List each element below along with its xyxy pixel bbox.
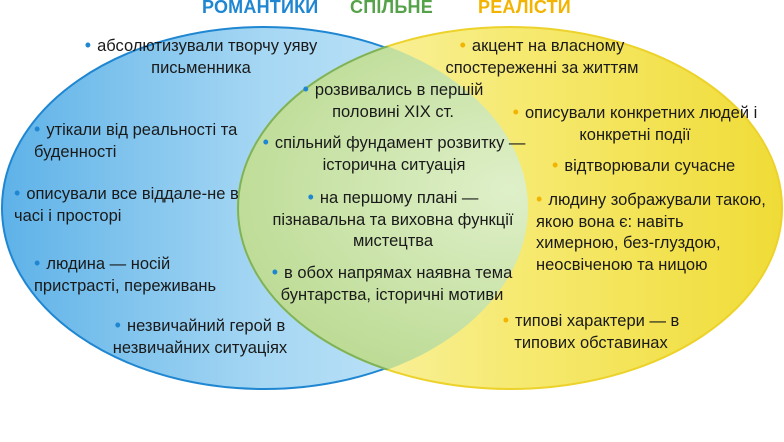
romantics-item: •описували все віддале-не в часі і прост… [14, 183, 239, 225]
bullet-dot-icon: • [302, 79, 309, 99]
bullet-dot-icon: • [536, 189, 543, 209]
bullet-dot-icon: • [262, 132, 269, 152]
common-item: •на першому плані — пізнавальна та вихов… [272, 187, 514, 250]
common-item: •розвивались в першій половині XIX ст. [302, 79, 484, 121]
bullet-dot-icon: • [14, 183, 21, 203]
bullet-dot-icon: • [84, 35, 92, 55]
realists-item: •людину зображували такою, якою вона є: … [536, 189, 766, 274]
realists-item: •типові характери — в типових обставинах [502, 310, 680, 352]
bullet-dot-icon: • [512, 102, 519, 122]
common-item: •в обох напрямах наявна тема бунтарства,… [271, 262, 513, 304]
romantics-item: •незвичайний герой в незвичайних ситуаці… [112, 315, 288, 357]
bullet-dot-icon: • [271, 262, 279, 282]
bullet-dot-icon: • [114, 315, 121, 335]
common-header: СПІЛЬНЕ [350, 0, 433, 17]
bullet-dot-icon: • [502, 310, 510, 330]
bullet-dot-icon: • [34, 119, 41, 139]
bullet-dot-icon: • [34, 253, 41, 273]
realists-item: •відтворювали сучасне [552, 155, 736, 175]
bullet-dot-icon: • [552, 155, 559, 175]
romantics-item: •утікали від реальності та буденності [34, 119, 238, 161]
romantics-item: •людина — носій пристрасті, переживань [34, 253, 217, 295]
romantics-item: •абсолютизували творчу уяву письменника [84, 35, 318, 77]
bullet-dot-icon: • [307, 187, 314, 207]
realists-header: РЕАЛІСТИ [478, 0, 571, 17]
realists-item: •акцент на власному спостереженні за жит… [445, 35, 639, 77]
realists-item: •описували конкретних людей і конкретні … [512, 102, 758, 144]
bullet-dot-icon: • [459, 35, 466, 55]
romantics-header: РОМАНТИКИ [202, 0, 319, 17]
common-item: •спільний фундамент розвитку — історична… [262, 132, 526, 174]
